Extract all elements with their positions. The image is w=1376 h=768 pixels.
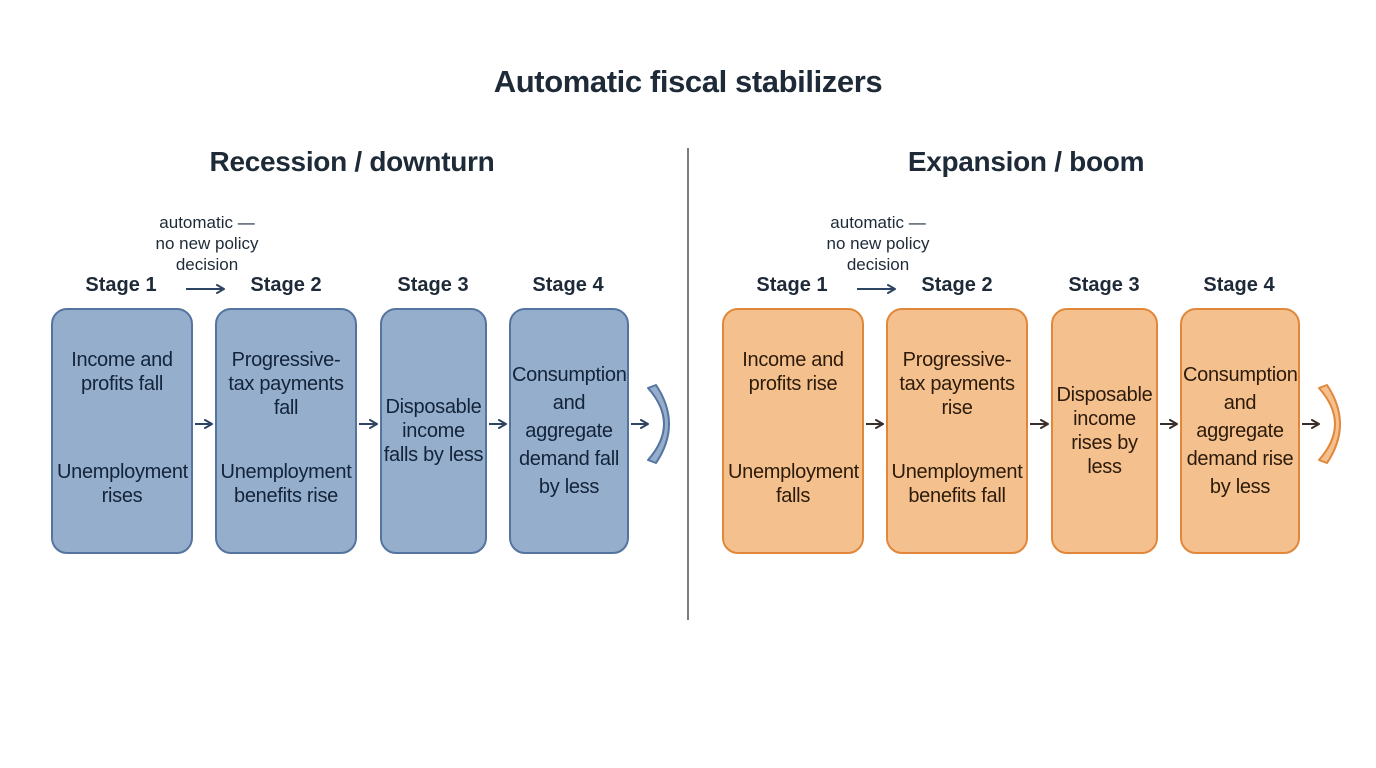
recession-cycle-arc — [647, 384, 670, 464]
recession-stage-2-label: Stage 2 — [250, 274, 322, 296]
recession-stage-2-line-1: Progressive-tax payments fall — [228, 349, 344, 419]
recession-stage-2-box: Progressive-tax payments fall Unemployme… — [215, 308, 357, 554]
expansion-stage-1-box: Income and profits rise Unemployment fal… — [722, 308, 864, 554]
recession-stage-3-label: Stage 3 — [397, 274, 469, 296]
expansion-stage-3-label: Stage 3 — [1068, 274, 1140, 296]
expansion-stage-3-line-1: Disposable income rises by less — [1056, 384, 1153, 478]
expansion-heading: Expansion / boom — [907, 146, 1145, 177]
expansion-stage-4-line-1: Consumption and aggregate demand rise by… — [1183, 364, 1298, 498]
expansion-stage-4-box: Consumption and aggregate demand rise by… — [1180, 308, 1300, 554]
recession-stage-4-line-1: Consumption and aggregate demand fall by… — [512, 364, 627, 498]
diagram-title: Automatic fiscal stabilizers — [493, 64, 883, 99]
recession-stage-1-box: Income and profits fall Unemployment ris… — [51, 308, 193, 554]
recession-stage-1-line-2: Unemployment rises — [57, 461, 188, 507]
recession-heading: Recession / downturn — [209, 146, 495, 177]
recession-stage-1-label: Stage 1 — [85, 274, 157, 296]
recession-stage-3-box: Disposable income falls by less — [380, 308, 487, 554]
recession-stage-1-line-1: Income and profits fall — [71, 349, 173, 395]
recession-stage-3-line-1: Disposable income falls by less — [383, 396, 484, 466]
recession-stage-2-line-2: Unemployment benefits rise — [220, 461, 352, 507]
expansion-stage-2-line-1: Progressive-tax payments rise — [899, 349, 1015, 419]
expansion-cycle-arc — [1318, 384, 1341, 464]
recession-stage-4-box: Consumption and aggregate demand fall by… — [509, 308, 629, 554]
expansion-stage-3-box: Disposable income rises by less — [1051, 308, 1158, 554]
expansion-stage-1-line-1: Income and profits rise — [742, 349, 844, 395]
panel-divider — [687, 148, 689, 620]
recession-stage-4-label: Stage 4 — [532, 274, 604, 296]
expansion-stage-2-line-2: Unemployment benefits fall — [891, 461, 1023, 507]
expansion-stage-4-label: Stage 4 — [1203, 274, 1275, 296]
recession-automatic-note: automatic — no new policy decision — [155, 213, 259, 274]
expansion-stage-1-label: Stage 1 — [756, 274, 828, 296]
expansion-stage-2-box: Progressive-tax payments rise Unemployme… — [886, 308, 1028, 554]
expansion-automatic-note: automatic — no new policy decision — [826, 213, 930, 274]
expansion-stage-2-label: Stage 2 — [921, 274, 993, 296]
expansion-stage-1-line-2: Unemployment falls — [728, 461, 859, 507]
